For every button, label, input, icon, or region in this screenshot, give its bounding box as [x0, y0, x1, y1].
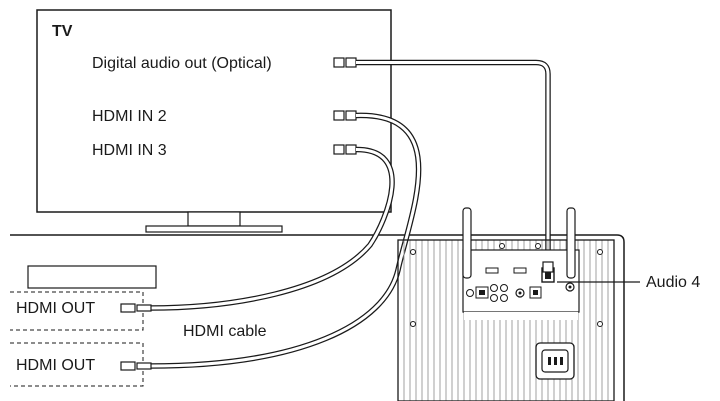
source-1-hdmi-out-icon [120, 303, 152, 313]
antenna-left-icon [462, 207, 472, 279]
tv-screen [36, 9, 392, 213]
audio4-label: Audio 4 [646, 274, 701, 291]
tv-stand-base [145, 225, 283, 233]
source-device [27, 265, 157, 289]
tv [36, 9, 392, 233]
tv-hdmi3-label: HDMI IN 3 [92, 142, 167, 159]
power-inlet-icon [535, 342, 575, 380]
antenna-right-icon [566, 207, 576, 279]
source-2-hdmi-out-label: HDMI OUT [16, 357, 96, 374]
tv-optical-label: Digital audio out (Optical) [92, 55, 272, 72]
speaker [397, 207, 615, 401]
tv-stand-neck [187, 211, 241, 227]
tv-hdmi2-label: HDMI IN 2 [92, 108, 167, 125]
source-1-hdmi-out-label: HDMI OUT [16, 300, 96, 317]
tv-title: TV [52, 23, 73, 40]
hdmi-cable-label: HDMI cable [183, 323, 267, 340]
source-2-hdmi-out-icon [120, 361, 152, 371]
speaker-terminal-panel [462, 249, 580, 313]
tv-bench [10, 234, 625, 401]
source-1-outline [10, 291, 144, 331]
